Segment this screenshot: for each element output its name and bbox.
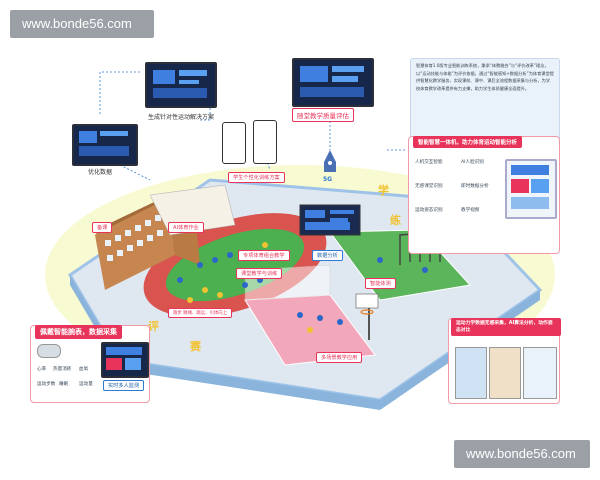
monitor-solution (145, 62, 217, 108)
watermark-top: www.bonde56.com (10, 10, 154, 38)
motion-card-title: 运动力学数据无感采集，AI算法分析，动作姿态对比 (451, 318, 561, 336)
label-class-left: 备课 (92, 222, 113, 233)
analysis-item-6: 教学视频 (461, 208, 480, 213)
phone-right (253, 120, 277, 164)
hoop-pole (368, 300, 370, 340)
watch-icon (37, 344, 61, 358)
analysis-dashboard (505, 159, 557, 219)
school-building (95, 200, 175, 290)
track-word-2: 练 (390, 214, 401, 227)
label-class-teaching: 课堂教学与训练 (236, 268, 283, 279)
wearable-metric-2: 热量消耗 (53, 367, 72, 372)
motion-chart (523, 347, 557, 399)
label-optimize: 优化数据 (88, 169, 113, 176)
label-data-analysis: 数据分析 (312, 250, 343, 261)
label-multi-scene: 多场景教学应用 (316, 352, 363, 363)
label-pe-teaching: 专项体育组合教学 (238, 250, 290, 261)
wearable-metric-5: 睡眠 (59, 382, 69, 387)
rocket-badge: 5G (323, 176, 333, 183)
wearable-card: 佩戴智能腕表，数据采集 心率 热量消耗 血氧 运动步数 睡眠 运动量 实时多人监… (30, 325, 150, 403)
motion-photo-2 (489, 347, 521, 399)
wearable-metric-6: 运动量 (79, 382, 93, 387)
analysis-item-2: AI人脸识别 (461, 160, 484, 165)
track-infield (165, 228, 305, 302)
phone-left (222, 122, 246, 164)
track-word-4: 赛 (190, 340, 201, 353)
label-solution: 生成针对性运动解决方案 (148, 114, 215, 121)
rocket-icon (324, 150, 336, 172)
hoop-board (355, 293, 379, 309)
analysis-card: 智能智慧一体机，助力体育运动智能分析 人机交互智能 AI人脸识别 无感课堂识别 … (408, 136, 560, 254)
label-ai-homework: AI体育作业 (168, 222, 204, 233)
label-quality-eval: 随堂教学质量评估 (292, 108, 354, 122)
wearable-dashboard (101, 342, 149, 378)
label-rope: 跑步 跳绳、跳远、引体向上 (168, 308, 233, 318)
wearable-metric-1: 心率 (37, 367, 47, 372)
motion-card: 运动力学数据无感采集，AI算法分析，动作姿态对比 (448, 318, 561, 404)
platform-edge (70, 275, 540, 410)
track-word-1: 学 (378, 184, 389, 197)
wearable-metric-4: 运动步数 (37, 382, 56, 387)
analysis-item-1: 人机交互智能 (415, 160, 443, 165)
label-personal-plan: 学生个性化训练方案 (228, 172, 285, 183)
motion-photo-1 (455, 347, 487, 399)
analysis-item-5: 运动姿态识别 (415, 208, 443, 213)
label-smart-test: 智能体测 (365, 278, 396, 289)
wearable-metric-3: 血氧 (79, 367, 89, 372)
hoop-ring (360, 309, 374, 315)
analysis-item-3: 无感课堂识别 (415, 184, 443, 189)
students-yellow (187, 242, 313, 333)
track-word-3: 评 (148, 320, 159, 333)
watermark-bottom: www.bonde56.com (454, 440, 590, 468)
analysis-item-4: 即时数据分析 (461, 184, 489, 189)
monitor-quality (292, 58, 374, 107)
wearable-card-title: 佩戴智能腕表，数据采集 (35, 325, 122, 339)
school-windows (105, 215, 163, 261)
wearable-footer: 实时多人监测 (103, 380, 145, 391)
monitor-optimize (72, 124, 138, 166)
analysis-card-title: 智能智慧一体机，助力体育运动智能分析 (413, 136, 523, 148)
